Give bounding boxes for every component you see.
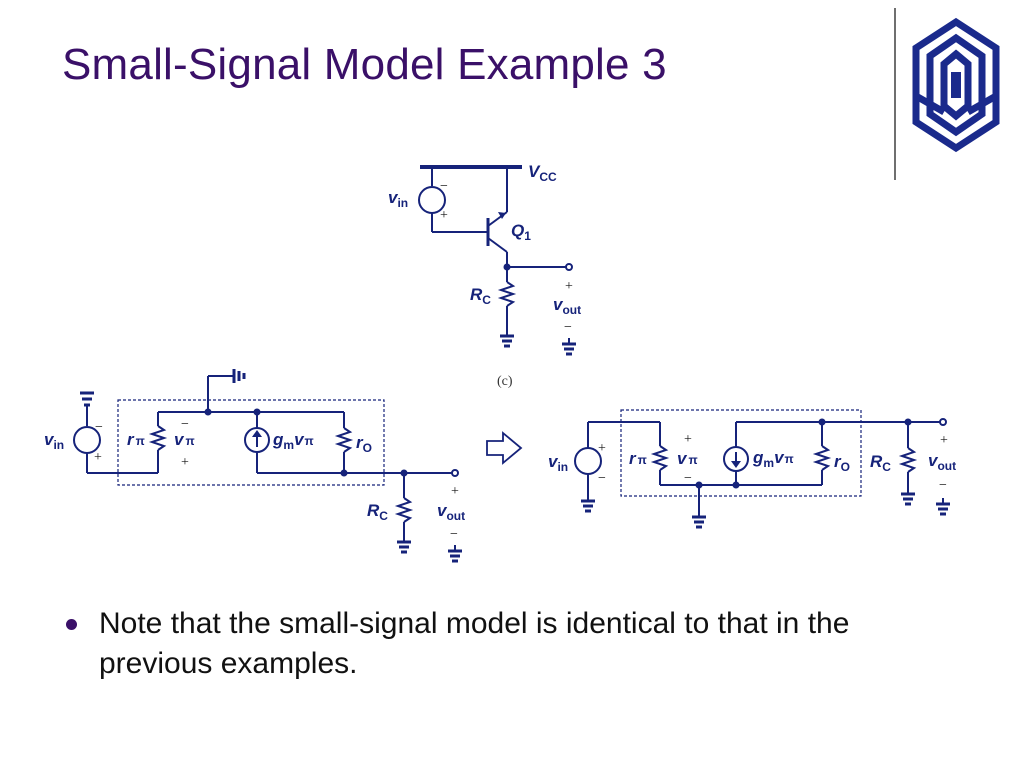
bullet-text: Note that the small-signal model is iden… (99, 607, 850, 680)
left-vout-minus: − (450, 527, 458, 542)
right-vin-ground-icon (579, 493, 597, 513)
right-current-arrow-icon (731, 461, 741, 468)
top-vout-minus: − (564, 320, 572, 335)
emitter-arrow-icon (498, 212, 506, 219)
university-emblem-icon (912, 17, 1000, 153)
right-rc-ground-icon (899, 486, 917, 506)
bullet-icon (66, 619, 77, 630)
left-vin-minus: − (95, 420, 103, 435)
top-vin-plus: + (440, 208, 448, 223)
right-vpi-plus: + (684, 432, 692, 447)
left-vin-plus: + (94, 450, 102, 465)
top-output-node (503, 263, 511, 271)
right-rc-label: RC (870, 452, 891, 474)
top-vout-plus: + (565, 279, 573, 294)
left-vpi-plus: + (181, 455, 189, 470)
left-vin-ground-icon (80, 391, 94, 407)
left-output-ground-icon (446, 543, 464, 563)
top-ground-icon (498, 328, 516, 348)
left-gm-label: gmvπ (272, 430, 314, 452)
right-vin-minus: − (598, 471, 606, 486)
right-vpi-minus: − (684, 471, 692, 486)
left-stub-ground-icon (232, 369, 246, 383)
top-vin-label: vin (388, 188, 408, 210)
right-vout-plus: + (940, 433, 948, 448)
right-gm-label: gmvπ (752, 448, 794, 470)
figure-caption: (c) (497, 374, 513, 389)
circuit-diagrams: VCC vin − + Q1 RC + vout − (c) (44, 162, 956, 563)
top-circuit (418, 165, 573, 330)
left-vout-plus: + (451, 484, 459, 499)
right-node-ground-icon (690, 509, 708, 529)
top-rc-label: RC (470, 285, 491, 307)
slide-title: Small-Signal Model Example 3 (62, 40, 667, 89)
right-circuit (574, 409, 947, 515)
equivalent-arrow-icon (486, 431, 523, 465)
header-divider (894, 8, 896, 180)
right-vout-label: vout (928, 451, 956, 473)
left-circuit (73, 375, 459, 536)
left-vpi-minus: − (181, 417, 189, 432)
left-vout-label: vout (437, 501, 465, 523)
q1-label: Q1 (511, 221, 531, 243)
right-ro-label: rO (834, 452, 850, 474)
left-current-arrow-icon (252, 430, 262, 437)
left-ro-label: rO (356, 433, 372, 455)
left-rc-label: RC (367, 501, 388, 523)
top-vout-label: vout (553, 295, 581, 317)
left-rc-ground-icon (395, 534, 413, 554)
right-output-ground-icon (934, 496, 952, 516)
vcc-label: VCC (528, 162, 557, 184)
left-vin-label: vin (44, 430, 64, 452)
right-vout-minus: − (939, 478, 947, 493)
top-output-ground-icon (560, 336, 578, 356)
right-vin-label: vin (548, 452, 568, 474)
top-vin-minus: − (440, 179, 448, 194)
bullet-item: Note that the small-signal model is iden… (66, 604, 946, 684)
right-vin-plus: + (598, 441, 606, 456)
